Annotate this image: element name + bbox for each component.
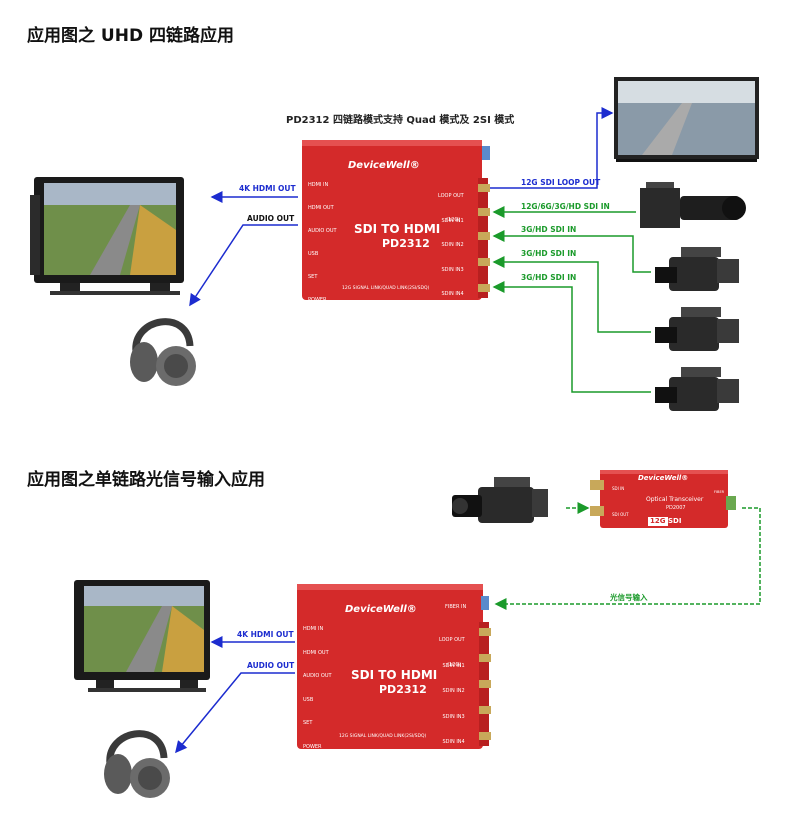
section1-heading: 应用图之 UHD 四链路应用	[27, 26, 234, 46]
pd2312-left-ports: HDMI IN HDMI OUT AUDIO OUT USB SET POWER	[308, 174, 337, 312]
pd2312-model: PD2312	[382, 237, 430, 250]
arrow-fiber	[494, 507, 761, 610]
port-hdmi-in: HDMI IN	[303, 626, 324, 632]
pd2007-port-sdi-in: SDI IN	[612, 486, 625, 491]
label-audio-out-1: AUDIO OUT	[247, 214, 295, 223]
pd2007-model: PD2007	[666, 505, 686, 511]
pd2312-12g-note: (12G)	[447, 662, 462, 668]
label-in1: 12G/6G/3G/HD SDI IN	[521, 202, 610, 211]
label-4k-hdmi-out-1: 4K HDMI OUT	[239, 184, 296, 193]
pd2312-model: PD2312	[379, 683, 427, 696]
pd2312-bottom-text: 12G SIGNAL LINK/QUAD LINK(2SI/SDQ)	[342, 286, 430, 291]
label-in4: 3G/HD SDI IN	[521, 273, 577, 282]
port-power: POWER	[308, 297, 327, 303]
port-hdmi-in: HDMI IN	[308, 182, 329, 188]
port-set: SET	[303, 720, 313, 726]
pd2312-title: SDI TO HDMI	[354, 222, 441, 236]
port-hdmi-out: HDMI OUT	[308, 205, 334, 211]
tv-icon	[614, 77, 759, 162]
pd2007-title: Optical Transceiver	[646, 496, 704, 503]
section2-heading: 应用图之单链路光信号输入应用	[27, 470, 265, 490]
arrow-in2	[492, 230, 651, 273]
pd2312-title: SDI TO HDMI	[351, 668, 438, 682]
pd2312-right-ports: LOOP OUT SDIN IN1 SDIN IN2 SDIN IN3 SDIN…	[438, 184, 464, 307]
label-in2: 3G/HD SDI IN	[521, 225, 577, 234]
pd2007-fiber-port: FIBER	[714, 490, 725, 494]
camera-icon	[655, 367, 739, 411]
port-usb: USB	[308, 251, 319, 257]
arrow-audio-out-2	[175, 672, 295, 754]
camera-icon	[640, 182, 746, 228]
label-audio-out-2: AUDIO OUT	[247, 661, 295, 670]
label-fiber-input: 光信号输入	[610, 593, 648, 602]
port-usb: USB	[303, 696, 314, 703]
section1-caption: PD2312 四链路模式支持 Quad 模式及 2SI 模式	[286, 115, 515, 126]
headphones-icon	[130, 318, 196, 386]
port-sdi-in3: SDIN IN3	[441, 266, 464, 273]
port-sdi-in4: SDIN IN4	[441, 291, 464, 297]
pd2007-brand: DeviceWell®	[638, 474, 689, 482]
arrow-audio-out-1	[189, 224, 298, 307]
headphones-icon	[104, 730, 170, 798]
pd2312-bottom-text: 12G SIGNAL LINK/QUAD LINK(2SI/SDQ)	[339, 734, 427, 739]
pd2312-device: DeviceWell® SDI TO HDMI PD2312 HDMI IN H…	[300, 138, 490, 303]
port-power: POWER	[303, 743, 322, 750]
arrow-loop-out	[490, 107, 614, 189]
pd2312-device: DeviceWell® FIBER IN SDI TO HDMI PD2312 …	[295, 582, 491, 752]
pd2312-left-ports: HDMI IN HDMI OUT AUDIO OUT USB SET POWER	[303, 618, 332, 759]
pd2007-body	[590, 470, 736, 528]
pd2312-brand: DeviceWell®	[345, 604, 417, 615]
port-hdmi-out: HDMI OUT	[303, 649, 329, 656]
port-sdi-in1: SDIN IN1	[441, 217, 464, 224]
port-sdi-in4: SDIN IN4	[442, 739, 465, 745]
arrow-in3	[492, 256, 651, 333]
label-in3: 3G/HD SDI IN	[521, 249, 577, 258]
label-loop-out: 12G SDI LOOP OUT	[521, 178, 601, 187]
camera-icon	[655, 247, 739, 291]
port-audio-out: AUDIO OUT	[303, 673, 332, 679]
pd2312-brand: DeviceWell®	[348, 160, 420, 171]
port-audio-out: AUDIO OUT	[308, 228, 337, 234]
pd2312-12g-note: (12G)	[446, 217, 461, 223]
pd2007-badge: 12G	[648, 517, 668, 526]
port-sdi-in2: SDIN IN2	[441, 242, 464, 248]
port-sdi-in3: SDIN IN3	[442, 713, 465, 720]
port-sdi-in1: SDIN IN1	[442, 662, 465, 669]
pd2007-badge-suffix: SDI	[668, 517, 682, 525]
pd2007-port-sdi-out: SDI OUT	[612, 512, 629, 517]
pd2312-right-ports: LOOP OUT SDIN IN1 SDIN IN2 SDIN IN3 SDIN…	[439, 628, 465, 756]
port-fiber-in: FIBER IN	[445, 604, 467, 610]
monitor-icon	[30, 177, 184, 295]
label-4k-hdmi-out-2: 4K HDMI OUT	[237, 630, 294, 639]
arrow-in4	[492, 281, 651, 393]
port-loop-out: LOOP OUT	[439, 637, 465, 643]
camera-icon	[452, 477, 548, 523]
pd2007-device: DeviceWell® SDI IN SDI OUT Optical Trans…	[590, 468, 740, 532]
port-set: SET	[308, 274, 318, 280]
port-sdi-in2: SDIN IN2	[442, 688, 465, 694]
camera-icon	[655, 307, 739, 351]
monitor-icon	[74, 580, 210, 692]
pd2312-body	[302, 140, 490, 300]
pd2312-body	[297, 584, 491, 749]
port-loop-out: LOOP OUT	[438, 193, 464, 199]
